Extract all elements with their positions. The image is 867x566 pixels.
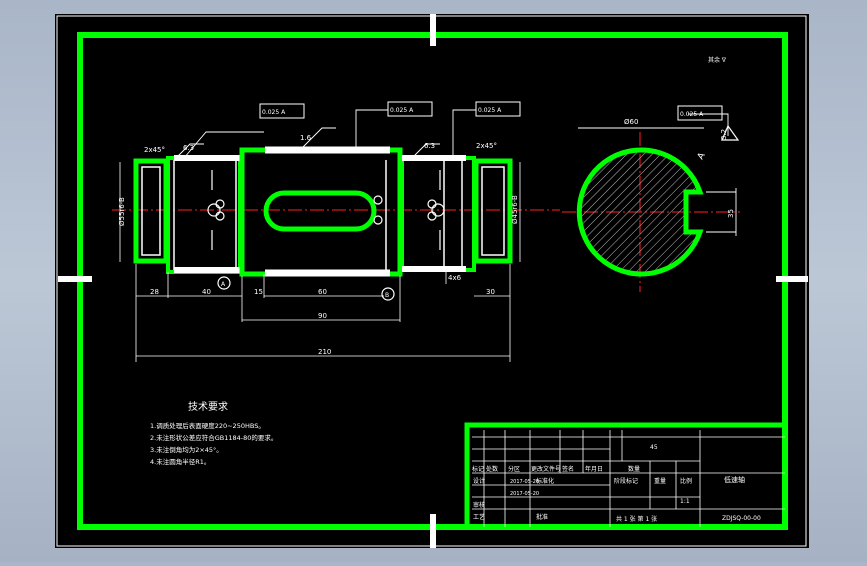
- leaders: [175, 109, 737, 236]
- section-view: Ø60 35 3.2 A: [576, 118, 740, 277]
- tech-req-3: 3.未注倒角均为2×45°。: [150, 445, 223, 454]
- role-design: 设计: [473, 477, 485, 485]
- rev-header-4: 更改文件号: [531, 465, 561, 473]
- section-tolerance-frame: 0.025 A: [680, 111, 704, 118]
- dim-90: 90: [318, 312, 327, 320]
- dim-210: 210: [318, 348, 331, 356]
- part-name: 低速轴: [724, 475, 745, 484]
- dim-15: 15: [254, 288, 263, 296]
- dim-40: 40: [202, 288, 211, 296]
- datum-a: A: [221, 281, 226, 288]
- scale-value: 1:1: [680, 498, 690, 505]
- date-1: 2017-05-20: [510, 479, 539, 485]
- role-process: 工艺: [473, 513, 485, 521]
- centering-marks: [58, 14, 808, 548]
- shaft-right-end: [473, 158, 513, 264]
- dim-28: 28: [150, 288, 159, 296]
- corner-roughness: 其余 ∇: [708, 56, 727, 64]
- chamfer-left: 2x45°: [144, 146, 165, 154]
- approve-label: 批准: [536, 513, 548, 521]
- standardize-label: 标准化: [536, 477, 554, 485]
- section-mark: A: [696, 150, 708, 161]
- role-review: 审核: [473, 501, 485, 509]
- tolerance-frames: [259, 101, 723, 121]
- dim-60: 60: [318, 288, 327, 296]
- keyway-slot: [263, 190, 377, 232]
- section-circle: [576, 147, 704, 277]
- tolerance-frame-3: 0.025 A: [478, 107, 502, 114]
- sheet-text: 共 1 张 第 1 张: [616, 515, 657, 523]
- tolerance-frame-1: 0.025 A: [262, 109, 286, 116]
- material-mark: 45: [650, 444, 658, 451]
- drawing-no: ZDJSQ-00-00: [722, 515, 761, 522]
- section-top-dim: Ø60: [624, 118, 638, 126]
- dim-30: 30: [486, 288, 495, 296]
- quantity-label: 数量: [628, 465, 640, 473]
- rev-header-5: 签名: [562, 465, 574, 473]
- dimension-lines: [119, 162, 521, 362]
- tech-req-1: 1.调质处理后表面硬度220~250HBS。: [150, 421, 265, 430]
- tech-req-2: 2.未注形状公差应符合GB1184-80的要求。: [150, 433, 277, 442]
- date-2: 2017-05-20: [510, 491, 539, 497]
- rev-header-1: 标记: [472, 465, 484, 473]
- dia-right: Ø45r6-B: [511, 195, 519, 224]
- rev-header-2: 处数: [486, 465, 498, 473]
- rev-header-3: 分区: [508, 465, 520, 473]
- tech-req-title: 技术要求: [188, 400, 228, 413]
- stage-label: 阶段标记: [614, 477, 638, 485]
- dia-left: Ø55r6-B: [118, 197, 126, 226]
- rev-header-6: 年月日: [585, 465, 603, 473]
- datum-b: B: [385, 292, 389, 299]
- section-right-dim: 35: [727, 209, 735, 218]
- dim-4x6: 4x6: [448, 274, 462, 282]
- shaft-main-view: [133, 146, 513, 301]
- scale-label: 比例: [680, 477, 692, 485]
- tech-requirements: 技术要求 1.调质处理后表面硬度220~250HBS。 2.未注形状公差应符合G…: [150, 400, 277, 466]
- roughness-2: 1.6: [300, 134, 312, 142]
- chamfer-right: 2x45°: [476, 142, 497, 150]
- tolerance-frame-2: 0.025 A: [390, 107, 414, 114]
- tech-req-4: 4.未注圆角半径R1。: [150, 457, 210, 466]
- title-block: 标记 处数 分区 更改文件号 签名 年月日 设计 审核 工艺 2017-05-2…: [464, 422, 788, 530]
- roughness-3: 6.3: [424, 142, 435, 150]
- roughness-1: 6.3: [183, 144, 194, 152]
- weight-label: 重量: [654, 477, 666, 485]
